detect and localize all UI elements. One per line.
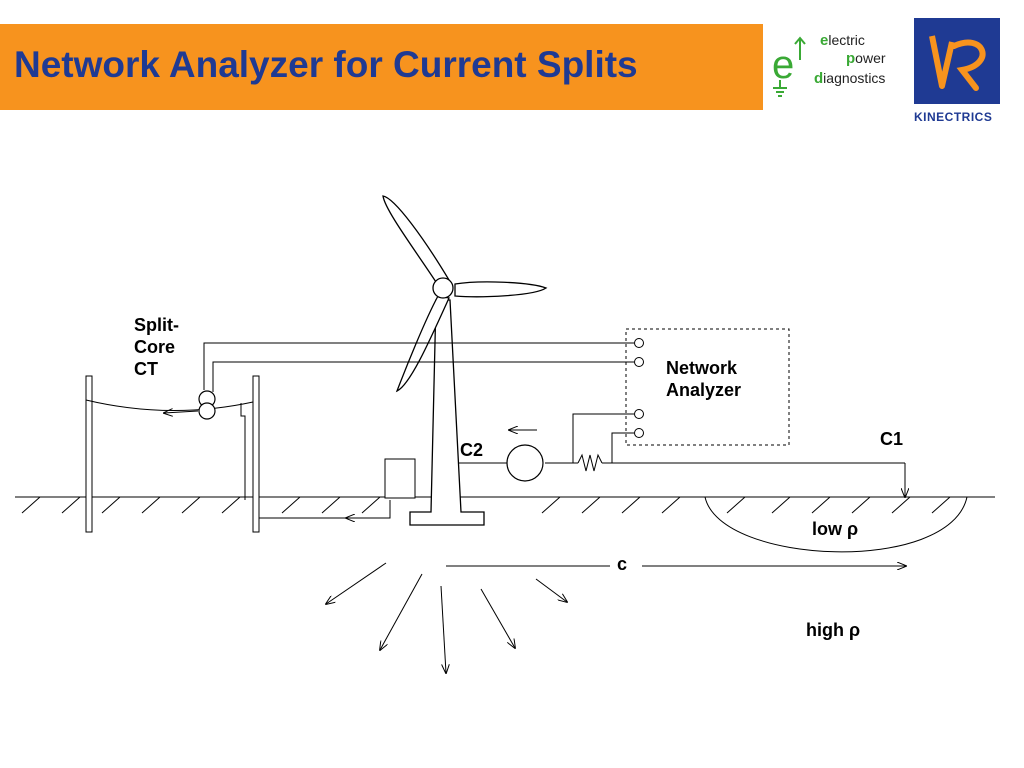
network-analyzer-box: [625, 328, 790, 446]
epd-line-power: power: [846, 50, 886, 67]
ground-surface: [15, 496, 995, 514]
high-rho-label: high ρ: [806, 620, 861, 640]
low-rho-label: low ρ: [812, 519, 859, 539]
current-source: [506, 444, 544, 482]
network-analyzer-label: Network Analyzer: [666, 358, 742, 400]
c1-label: C1: [880, 429, 904, 449]
epd-line-diagnostics: diagnostics: [814, 70, 886, 87]
kinectrics-wordmark: KINECTRICS: [914, 110, 993, 124]
svg-text:e: e: [772, 43, 794, 87]
distance-c-label: c: [617, 554, 628, 574]
split-core-ct-label: Split- Core CT: [134, 315, 179, 379]
epd-line-electric: electric: [820, 32, 865, 49]
ct-leads: [203, 342, 634, 392]
title-bar: Network Analyzer for Current Splits: [0, 24, 763, 110]
split-core-ct-sensor: [198, 390, 216, 420]
epd-mark-icon: e: [772, 36, 806, 97]
kinectrics-logo: KINECTRICS: [914, 18, 1000, 128]
right-pole: [252, 375, 260, 533]
electric-power-diagnostics-logo: e electric power diagnostics: [770, 30, 910, 110]
left-pole: [85, 375, 93, 533]
spreading-current-arrows: [326, 562, 567, 673]
c2-label: C2: [460, 440, 484, 460]
kinectrics-mark-icon: [914, 18, 1000, 104]
base-equipment-box: [384, 458, 416, 499]
analyzer-terminals: [634, 338, 644, 438]
overhead-conductor: [85, 399, 254, 413]
pole-ground-lead: [240, 403, 391, 518]
page-title: Network Analyzer for Current Splits: [14, 44, 638, 85]
low-resistivity-zone: [704, 496, 968, 553]
current-injection-circuit: [458, 413, 905, 497]
